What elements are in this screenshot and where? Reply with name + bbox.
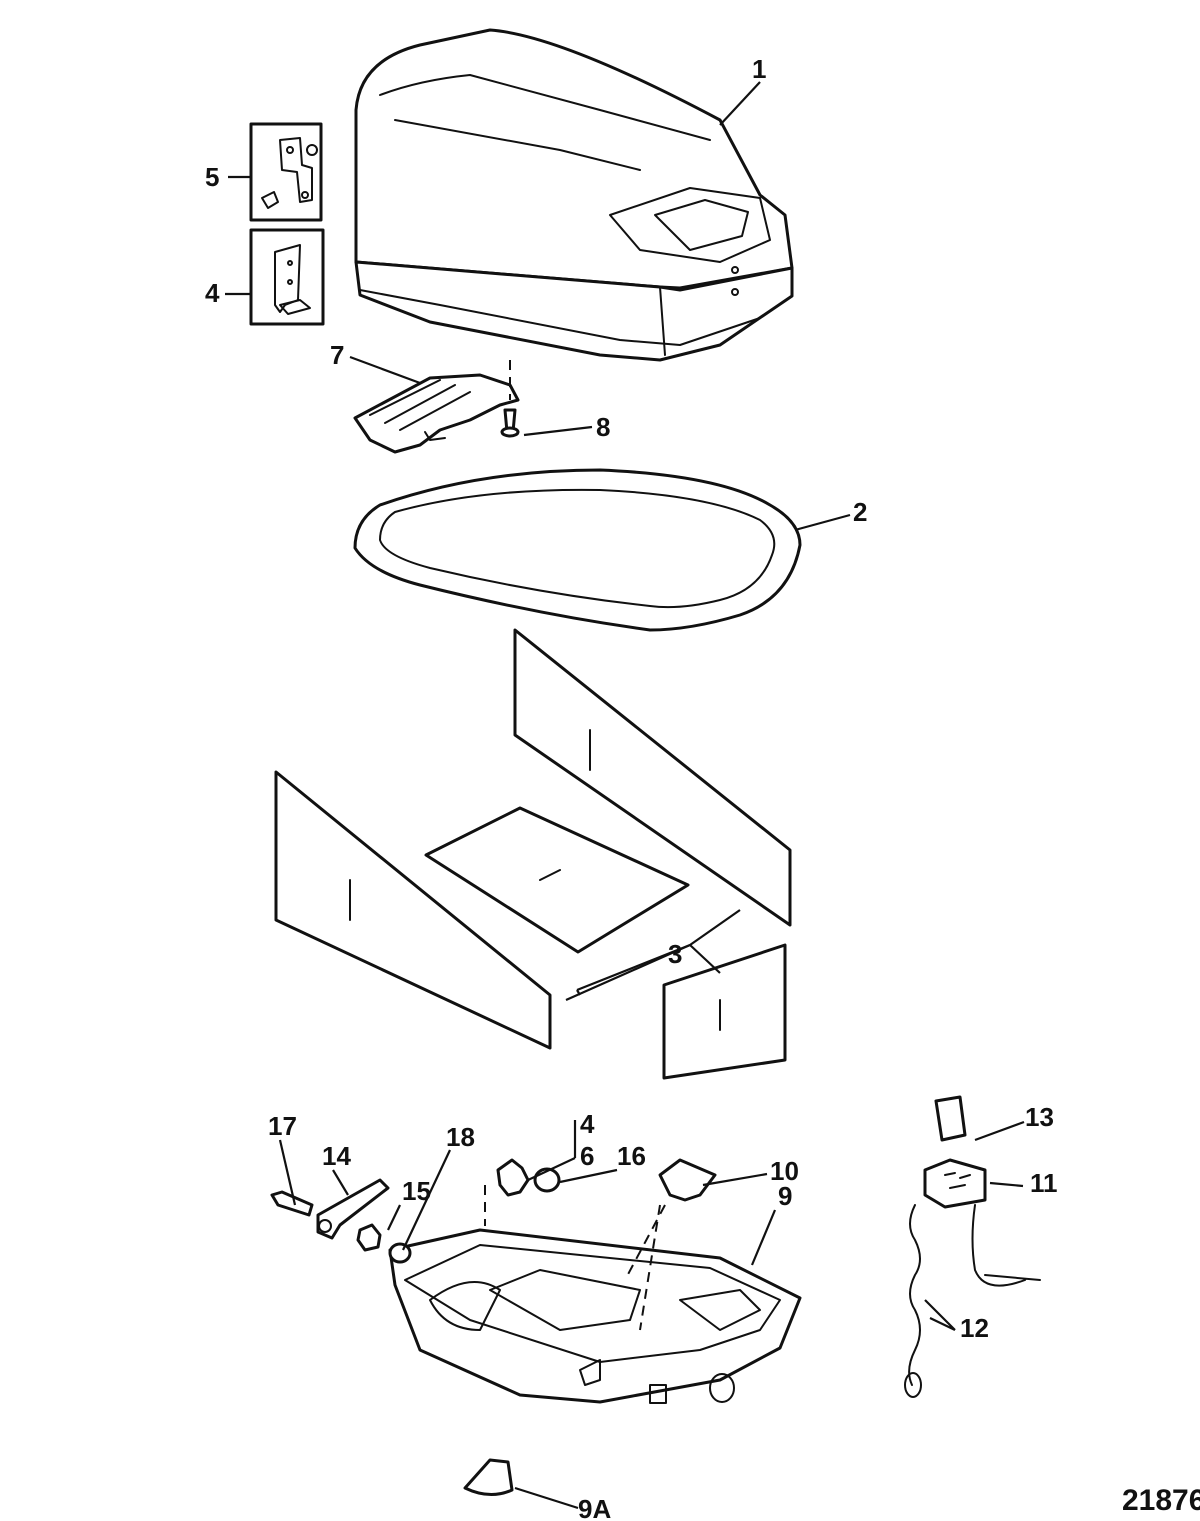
- foam-panels-part-3: [274, 628, 792, 1080]
- callout-9: 9: [778, 1181, 792, 1211]
- callout-11: 11: [1030, 1168, 1058, 1198]
- callout-16: 16: [617, 1141, 646, 1171]
- switch-part-11: [923, 1158, 1041, 1287]
- callout-14: 14: [322, 1141, 351, 1171]
- callout-4-upper: 4: [205, 278, 220, 308]
- callout-3: 3: [668, 939, 682, 969]
- hook-part-4-6: [484, 1158, 530, 1226]
- callout-18: 18: [446, 1122, 475, 1152]
- top-cowl-part: [354, 28, 794, 362]
- callout-labels: 1 5 4 7 8 2 3 17 14 15 18 4 6 16 10 9 9A…: [205, 54, 1058, 1521]
- screw-part-8: [500, 360, 520, 438]
- clip-part-10: [624, 1158, 717, 1331]
- callout-5: 5: [205, 162, 219, 192]
- callout-12: 12: [960, 1313, 989, 1343]
- washer-part-18: [388, 1242, 412, 1264]
- screw-part-17: [270, 1190, 314, 1217]
- callout-9a: 9A: [578, 1494, 611, 1521]
- callout-4-lower: 4: [580, 1109, 595, 1139]
- callout-10: 10: [770, 1156, 799, 1186]
- callout-13: 13: [1025, 1102, 1054, 1132]
- callout-2: 2: [853, 497, 867, 527]
- callout-8: 8: [596, 412, 610, 442]
- callout-1: 1: [752, 54, 766, 84]
- callout-6: 6: [580, 1141, 594, 1171]
- bracket-kit-part-5: [249, 122, 323, 222]
- callout-7: 7: [330, 340, 344, 370]
- bracket-part-4-upper: [249, 228, 325, 326]
- bottom-cowl-part-9: [388, 1228, 802, 1404]
- nut-part-15: [356, 1223, 382, 1252]
- leader-lines: [225, 81, 1025, 1510]
- cover-part-13: [934, 1095, 967, 1142]
- seal-part-2: [353, 468, 802, 632]
- grommet-part-9a: [463, 1458, 514, 1496]
- figure-number: 21876: [1122, 1484, 1200, 1517]
- callout-17: 17: [268, 1111, 297, 1141]
- callout-15: 15: [402, 1176, 431, 1206]
- latch-part-7: [353, 373, 520, 454]
- lanyard-part-12: [904, 1204, 922, 1398]
- lever-part-14: [316, 1178, 390, 1240]
